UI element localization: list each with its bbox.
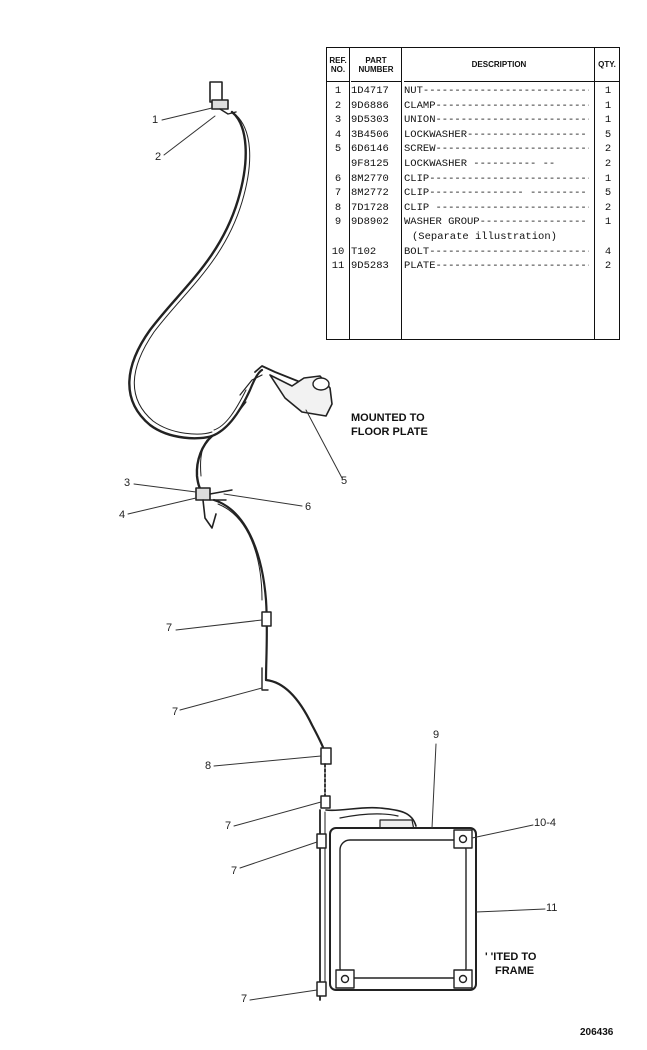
header-qty: QTY.	[595, 48, 619, 82]
callout-5: 5	[341, 475, 348, 487]
row-qty: 2	[604, 201, 612, 214]
mounting-plate	[329, 827, 477, 991]
table-row: 9F8125 LOCKWASHER ---------- -- 2	[327, 157, 619, 172]
row-ref: 10	[331, 245, 345, 258]
row-part-number: 8M2772	[351, 187, 389, 200]
callout-7: 7	[166, 622, 173, 634]
table-row: 6 8M2770 CLIP--------------------------- 1	[327, 172, 619, 187]
callout-9: 9	[433, 729, 440, 741]
row-ref: 2	[334, 99, 342, 112]
callout-7: 7	[172, 706, 179, 718]
callout-4: 4	[119, 509, 126, 521]
table-row: 5 6D6146 SCREW------------------------- 2	[327, 142, 619, 157]
callout-11: 11	[546, 902, 558, 914]
row-description: BOLT---------------------------	[404, 245, 589, 258]
table-row: 10 T102 BOLT--------------------------- 4	[327, 245, 619, 260]
row-qty: 4	[604, 245, 612, 258]
row-description: CLAMP--------------------------	[404, 99, 589, 112]
row-description: SCREW-------------------------	[404, 143, 589, 156]
row-part-number: 8M2770	[351, 172, 389, 185]
callout-2: 2	[155, 151, 162, 163]
row-description: WASHER GROUP-----------------	[404, 216, 587, 229]
callout-7: 7	[225, 820, 232, 832]
figure-number: 206436	[580, 1027, 614, 1038]
row-ref: 1	[334, 85, 342, 97]
table-row: 2 9D6886 CLAMP-------------------------- 1	[327, 99, 619, 114]
row-qty: 1	[604, 114, 612, 127]
row-part-number: 9D5283	[351, 260, 389, 273]
table-row: 4 3B4506 LOCKWASHER------------------- 5	[327, 128, 619, 143]
row-description: NUT-----------------------------	[404, 85, 589, 97]
row-part-number: 1D4717	[351, 85, 389, 97]
union-assembly	[195, 487, 233, 529]
row-ref: 9	[334, 216, 342, 229]
row-ref: 4	[334, 128, 342, 141]
row-ref: 8	[334, 201, 342, 214]
row-qty: 2	[604, 157, 612, 170]
row-qty: 5	[604, 187, 612, 200]
row-ref: 5	[334, 143, 342, 156]
row-qty: 1	[604, 172, 612, 185]
hose-upper-loop	[128, 110, 247, 440]
callout-8: 8	[205, 760, 212, 772]
row-description: LOCKWASHER ---------- --	[404, 157, 556, 170]
table-row: 3 9D5303 UNION--------------------------- 1	[327, 113, 619, 128]
callout-1: 1	[152, 114, 159, 126]
row-part-number: 9D8902	[351, 216, 389, 229]
row-qty: 1	[604, 216, 612, 229]
callout-10-4: 10-4	[534, 817, 557, 829]
row-part-number: 9F8125	[351, 157, 389, 170]
row-part-number: 3B4506	[351, 128, 389, 141]
row-part-number: T102	[351, 245, 377, 258]
row-qty: 1	[604, 85, 612, 97]
row-qty: 2	[604, 260, 612, 273]
row-description: (Separate illustration)	[412, 230, 557, 243]
callout-7: 7	[241, 993, 248, 1005]
header-description: DESCRIPTION	[404, 48, 594, 82]
row-qty: 5	[604, 128, 612, 141]
row-part-number: 6D6146	[351, 143, 389, 156]
row-part-number: 9D6886	[351, 99, 389, 112]
table-row: 9 9D8902 WASHER GROUP----------------- 1	[327, 215, 619, 230]
row-description: UNION---------------------------	[404, 114, 589, 127]
row-part-number: 9D5303	[351, 114, 389, 127]
header-ref: REF. NO.	[327, 48, 349, 82]
row-description: CLIP--------------- ---------	[404, 187, 587, 200]
table-row: 7 8M2772 CLIP--------------- --------- 5	[327, 186, 619, 201]
row-description: PLATE---------------------------	[404, 260, 589, 273]
row-description: LOCKWASHER-------------------	[404, 128, 587, 141]
row-qty: 1	[604, 99, 612, 112]
row-qty: 2	[604, 143, 612, 156]
table-row: 8 7D1728 CLIP ------------------------- 2	[327, 201, 619, 216]
row-ref: 7	[334, 187, 342, 200]
callout-7: 7	[231, 865, 238, 877]
row-part-number: 7D1728	[351, 201, 389, 214]
nut-fitting	[209, 81, 237, 115]
table-row: 1 1D4717 NUT----------------------------- 1	[327, 84, 619, 99]
note-frame: ' 'ITED TO FRAME	[485, 951, 537, 977]
floor-bracket	[231, 365, 333, 421]
row-description: CLIP---------------------------	[404, 172, 589, 185]
header-part-number: PART NUMBER	[351, 48, 401, 82]
row-ref: 3	[334, 114, 342, 127]
table-row: (Separate illustration)	[327, 230, 619, 245]
table-row: 11 9D5283 PLATE---------------------------…	[327, 259, 619, 274]
callout-6: 6	[305, 501, 312, 513]
callout-3: 3	[124, 477, 131, 489]
row-description: CLIP -------------------------	[404, 201, 589, 214]
row-ref: 6	[334, 172, 342, 185]
row-ref: 11	[331, 260, 345, 273]
note-floor-plate: MOUNTED TO FLOOR PLATE	[351, 412, 428, 438]
